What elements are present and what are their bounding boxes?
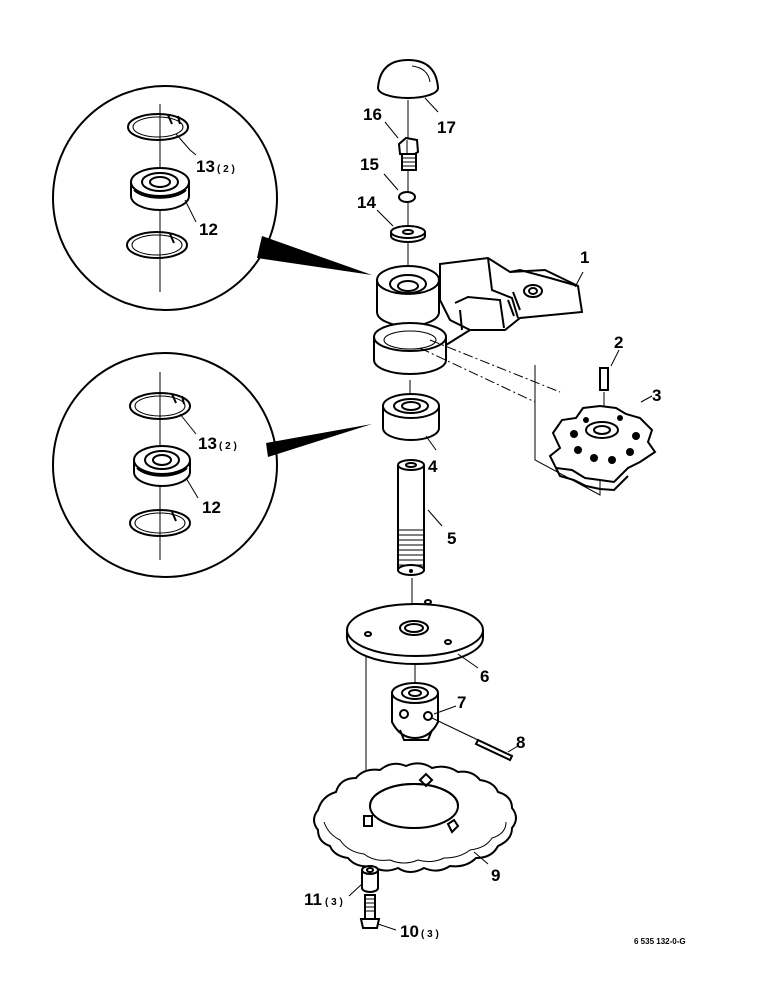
snap-ring-13-upper-bottom [126,231,188,259]
snap-ring-13-upper-top [127,113,189,141]
callout-13-lower: 13 [198,434,217,453]
callout-2: 2 [614,333,623,352]
callout-17: 17 [437,118,456,137]
callout-7: 7 [457,693,466,712]
callout-8: 8 [516,733,525,752]
callout-16: 16 [363,105,382,124]
bearing-4: 4 [382,393,440,476]
callout-3: 3 [652,386,661,405]
callout-14: 14 [357,193,376,212]
callout-15: 15 [360,155,379,174]
lock-washer-15: 15 [360,155,416,203]
bolt-10: 10 ( 3 ) [359,894,439,941]
callout-12-lower: 12 [202,498,221,517]
quantity-13-lower: ( 2 ) [219,441,237,452]
quantity-11: ( 3 ) [325,897,343,908]
callout-12-upper: 12 [199,220,218,239]
callout-5: 5 [447,529,456,548]
shaft-5: 5 [397,459,456,576]
pin-8: 8 [431,717,525,762]
plate-6: 6 [346,599,489,686]
callout-6: 6 [480,667,489,686]
detail-view-upper: 13 ( 2 ) 12 [52,85,372,311]
washer-14: 14 [357,193,426,243]
spacer-11: 11 ( 3 ) [304,865,379,909]
callout-11: 11 [304,890,322,909]
bearing-12-upper [130,167,190,211]
sprocket-3: 3 [534,365,661,496]
detail-view-lower: 13 ( 2 ) 12 [52,352,372,578]
snap-ring-13-lower-bottom [129,509,191,537]
quantity-10: ( 3 ) [421,929,439,940]
callout-4: 4 [428,457,438,476]
callout-9: 9 [491,866,500,885]
callout-1: 1 [580,248,589,267]
hub-7: 7 [391,682,466,741]
disc-9: 9 [313,762,517,885]
cap-17: 17 [376,58,456,137]
snap-ring-13-lower-top [129,392,191,420]
callout-13-upper: 13 [196,157,215,176]
bearing-12-lower [133,445,191,487]
quantity-13-upper: ( 2 ) [217,164,235,175]
housing-arm-1: 1 [373,248,589,375]
figure-id: 6 535 132-0-G [634,937,686,946]
callout-10: 10 [400,922,419,941]
bolt-16: 16 [363,105,420,171]
